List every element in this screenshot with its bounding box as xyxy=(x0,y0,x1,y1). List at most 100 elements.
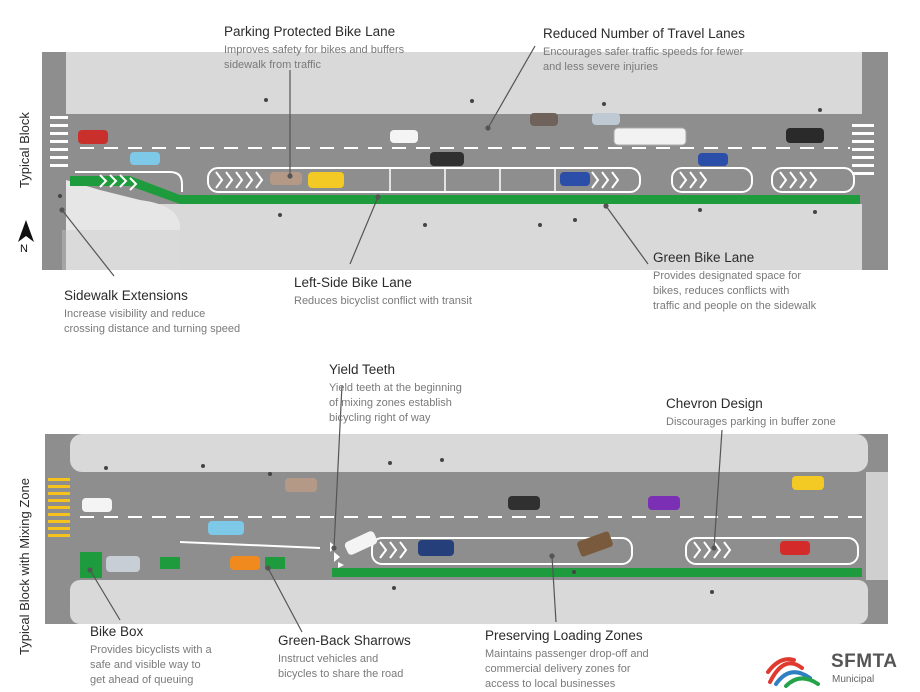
label-green-bike-lane: Green Bike Lane Provides designated spac… xyxy=(653,250,816,314)
car-grey xyxy=(592,113,620,125)
desc-line: bicycling right of way xyxy=(329,412,431,424)
label-desc: Encourages safer traffic speeds for fewe… xyxy=(543,45,745,75)
car-black-b xyxy=(508,496,540,510)
top-cars xyxy=(78,113,824,188)
label-desc: Improves safety for bikes and buffers si… xyxy=(224,43,404,73)
car-purple xyxy=(648,496,680,510)
bottom-south-block xyxy=(70,580,868,624)
label-desc: Discourages parking in buffer zone xyxy=(666,415,836,430)
car-lightblue xyxy=(130,152,160,165)
label-desc: Yield teeth at the beginning of mixing z… xyxy=(329,381,462,426)
top-crosswalk-east xyxy=(852,124,874,175)
delivery-truck xyxy=(577,531,613,557)
label-desc: Increase visibility and reduce crossing … xyxy=(64,307,240,337)
desc-line: commercial delivery zones for xyxy=(485,663,631,675)
label-title: Bike Box xyxy=(90,624,144,639)
section-title-top: Typical Block xyxy=(17,112,32,188)
sharrow-2 xyxy=(265,557,285,569)
bottom-chevrons xyxy=(379,541,732,559)
car-white xyxy=(390,130,418,143)
car-orange xyxy=(230,556,260,570)
top-ext-shade xyxy=(62,230,180,270)
bottom-cars xyxy=(82,476,824,572)
label-title: Chevron Design xyxy=(666,396,763,411)
top-chevrons xyxy=(99,171,818,191)
car-yellow-b xyxy=(792,476,824,490)
top-south-block xyxy=(66,204,862,270)
leader-lines xyxy=(59,45,723,633)
car-red-b xyxy=(780,541,810,555)
top-stall-dividers xyxy=(389,168,556,192)
logo-sub: Municipal xyxy=(832,674,875,685)
car-white-b xyxy=(82,498,112,512)
desc-line: traffic and people on the sidewalk xyxy=(653,300,817,312)
svg-text:N: N xyxy=(20,243,28,255)
car-grey-b xyxy=(106,556,140,572)
top-crosswalk-west xyxy=(50,116,68,167)
desc-line: crossing distance and turning speed xyxy=(64,323,241,335)
bottom-north-block xyxy=(70,434,868,472)
label-desc: Reduces bicyclist conflict with transit xyxy=(294,294,472,309)
sfmta-logo-icon xyxy=(766,657,820,688)
label-title: Reduced Number of Travel Lanes xyxy=(543,26,745,41)
top-cross-street-west xyxy=(42,52,66,270)
logo-name: SFMTA xyxy=(831,651,898,672)
desc-line: access to local businesses xyxy=(485,678,616,690)
top-road xyxy=(42,114,888,204)
label-title: Preserving Loading Zones xyxy=(485,628,643,643)
desc-line: get ahead of queuing xyxy=(90,674,194,686)
desc-line: Encourages safer traffic speeds for fewe… xyxy=(543,46,744,58)
car-navy xyxy=(418,540,454,556)
label-parking-protected: Parking Protected Bike Lane Improves saf… xyxy=(224,24,404,73)
label-reduced-lanes: Reduced Number of Travel Lanes Encourage… xyxy=(543,26,745,75)
car-blue xyxy=(698,153,728,166)
bottom-crosswalk-west xyxy=(48,478,70,537)
desc-line: Provides bicyclists with a xyxy=(90,644,212,656)
label-desc: Provides bicyclists with a safe and visi… xyxy=(90,643,212,688)
label-desc: Instruct vehicles and bicycles to share … xyxy=(278,652,411,682)
label-green-back-sharrows: Green-Back Sharrows Instruct vehicles an… xyxy=(278,633,411,682)
compass-n-icon: N xyxy=(18,220,34,255)
car-brown xyxy=(530,113,558,126)
desc-line: Discourages parking in buffer zone xyxy=(666,416,836,428)
bottom-block xyxy=(45,434,888,624)
label-desc: Provides designated space for bikes, red… xyxy=(653,269,816,314)
label-desc: Maintains passenger drop-off and commerc… xyxy=(485,647,649,692)
label-title: Green-Back Sharrows xyxy=(278,633,411,648)
bus xyxy=(613,127,687,146)
desc-line: Improves safety for bikes and buffers xyxy=(224,44,405,56)
top-block xyxy=(42,52,888,270)
label-bike-box: Bike Box Provides bicyclists with a safe… xyxy=(90,624,212,688)
top-parking-buffers xyxy=(75,167,855,193)
desc-line: of mixing zones establish xyxy=(329,397,452,409)
desc-line: Reduces bicyclist conflict with transit xyxy=(294,295,472,307)
desc-line: Yield teeth at the beginning xyxy=(329,382,462,394)
car-tan xyxy=(270,172,302,185)
label-yield-teeth: Yield Teeth Yield teeth at the beginning… xyxy=(329,362,462,426)
label-left-side-bike-lane: Left-Side Bike Lane Reduces bicyclist co… xyxy=(294,275,472,309)
top-pedestrians xyxy=(58,98,822,227)
desc-line: bikes, reduces conflicts with xyxy=(653,285,790,297)
desc-line: sidewalk from traffic xyxy=(224,59,321,71)
desc-line: Provides designated space for xyxy=(653,270,801,282)
car-red xyxy=(78,130,108,144)
desc-line: Increase visibility and reduce xyxy=(64,308,206,320)
desc-line: bicycles to share the road xyxy=(278,668,404,680)
car-black-police xyxy=(786,128,824,143)
desc-line: Maintains passenger drop-off and xyxy=(485,648,649,660)
label-title: Sidewalk Extensions xyxy=(64,288,188,303)
label-title: Left-Side Bike Lane xyxy=(294,275,412,290)
top-sidewalk-extension xyxy=(66,180,180,270)
car-yellow xyxy=(308,172,344,188)
car-white-turning xyxy=(344,531,378,555)
desc-line: safe and visible way to xyxy=(90,659,201,671)
car-lightblue-b xyxy=(208,521,244,535)
desc-line: and less severe injuries xyxy=(543,61,658,73)
desc-line: Instruct vehicles and xyxy=(278,653,379,665)
label-title: Green Bike Lane xyxy=(653,250,755,265)
label-sidewalk-extensions: Sidewalk Extensions Increase visibility … xyxy=(64,288,240,337)
bottom-green-bike-lane xyxy=(332,568,862,577)
car-tan-b xyxy=(285,478,317,492)
bike-box xyxy=(80,552,102,578)
section-title-bottom: Typical Block with Mixing Zone xyxy=(17,477,32,655)
